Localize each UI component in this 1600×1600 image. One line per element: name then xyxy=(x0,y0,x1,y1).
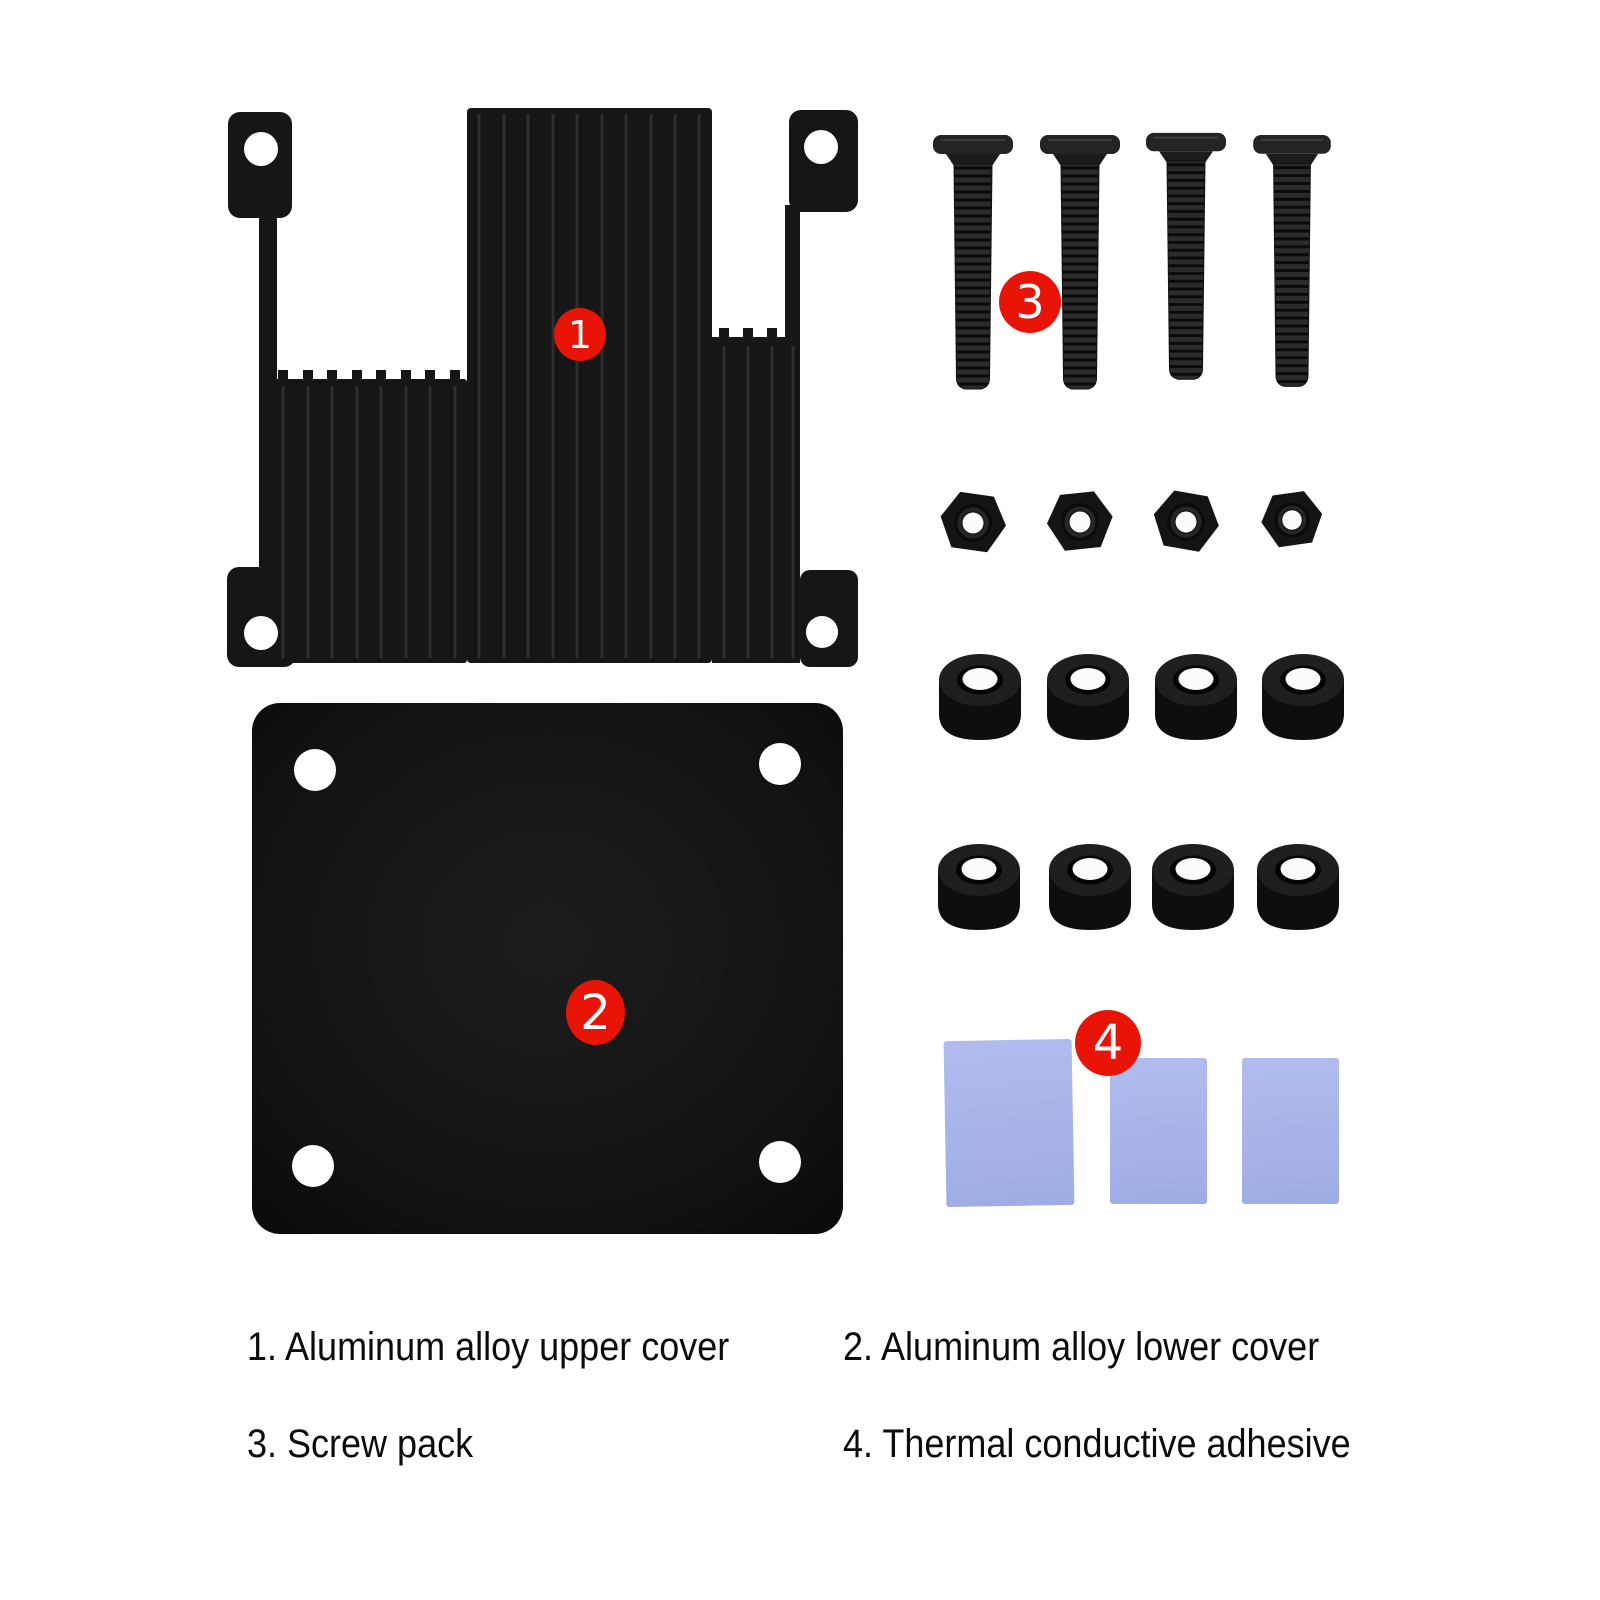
thermal-pad xyxy=(943,1038,1075,1208)
legend-item-lower-cover: 2. Aluminum alloy lower cover xyxy=(843,1325,1320,1369)
spacer xyxy=(1257,844,1339,930)
mounting-holes xyxy=(244,130,838,650)
lower-cover-body xyxy=(252,703,843,1234)
screw xyxy=(1039,134,1121,390)
hex-nut xyxy=(935,487,1012,557)
hex-nut xyxy=(1255,487,1328,551)
legend-item-thermal-adhesive: 4. Thermal conductive adhesive xyxy=(843,1422,1351,1466)
screw xyxy=(1252,133,1332,388)
badge-2: 2 xyxy=(566,980,625,1045)
spacer xyxy=(1152,844,1234,930)
badge-3: 3 xyxy=(999,271,1061,333)
badge-1: 1 xyxy=(554,308,606,361)
heatsink-fins xyxy=(281,114,795,658)
hex-nut xyxy=(1146,486,1226,557)
spacer xyxy=(1049,844,1131,930)
screw xyxy=(932,134,1014,390)
nuts-image xyxy=(935,486,1328,557)
mounting-holes xyxy=(292,743,801,1187)
thermal-pad xyxy=(1242,1058,1339,1204)
legend-item-upper-cover: 1. Aluminum alloy upper cover xyxy=(247,1325,730,1369)
spacer xyxy=(939,654,1021,740)
badge-3-number: 3 xyxy=(1015,275,1045,329)
spacer xyxy=(1262,654,1344,740)
badge-4: 4 xyxy=(1075,1010,1141,1076)
screw xyxy=(1145,131,1227,381)
spacers-row1-image xyxy=(939,654,1344,740)
badge-2-number: 2 xyxy=(580,984,611,1041)
spacer xyxy=(1155,654,1237,740)
thermal-pad xyxy=(1110,1058,1207,1204)
spacer xyxy=(1047,654,1129,740)
spacer xyxy=(938,844,1020,930)
badge-4-number: 4 xyxy=(1092,1015,1124,1071)
spacers-row2-image xyxy=(938,844,1339,930)
screws-image xyxy=(932,131,1332,390)
lower-cover-image xyxy=(252,703,843,1234)
upper-cover-image xyxy=(227,108,858,667)
legend-item-screw-pack: 3. Screw pack xyxy=(247,1422,474,1466)
upper-cover-body xyxy=(227,108,858,667)
hex-nut xyxy=(1042,487,1118,555)
badge-1-number: 1 xyxy=(567,312,593,357)
